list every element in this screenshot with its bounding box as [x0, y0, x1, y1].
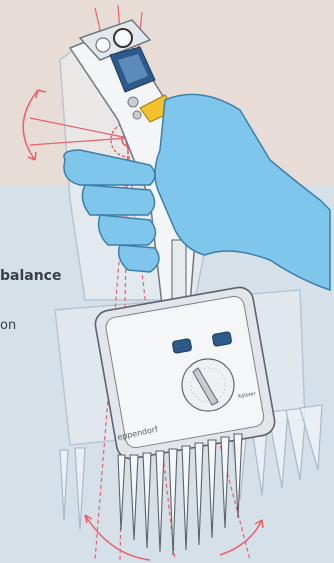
pipette-illustration: eppendorf Xplorer	[0, 0, 334, 563]
